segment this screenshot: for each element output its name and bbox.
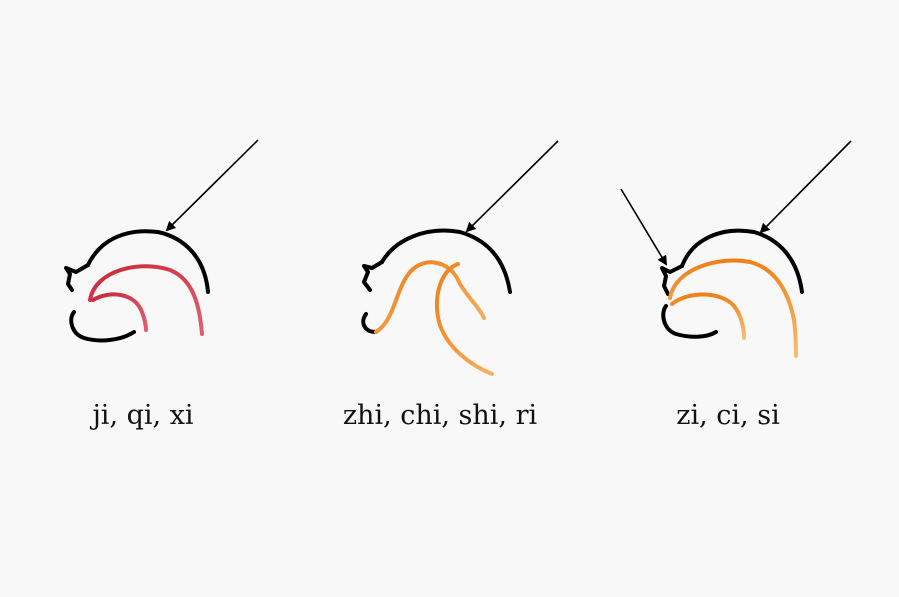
tongue-outer — [88, 264, 204, 336]
lower-lip-outline — [69, 310, 136, 343]
panel-dental — [620, 140, 852, 358]
tongue-inner — [91, 292, 148, 332]
lower-lip-outline — [361, 312, 378, 334]
tongue-inner — [434, 262, 494, 376]
palate-outline — [680, 228, 804, 294]
tongue-outer — [374, 260, 486, 334]
panel-retroflex — [361, 140, 559, 376]
pointer-arrow — [165, 139, 259, 232]
tongue-outer — [668, 258, 798, 358]
caption-palatal: ji, qi, xi — [92, 400, 194, 431]
lower-lip-outline — [661, 304, 718, 339]
panel-palatal — [64, 139, 259, 343]
pointer-arrow — [465, 140, 559, 233]
upper-lip-outline — [362, 260, 384, 292]
pointer-arrow-teeth — [620, 188, 668, 266]
caption-retroflex: zhi, chi, shi, ri — [342, 400, 538, 431]
upper-lip-outline — [64, 263, 90, 292]
tongue-inner — [670, 292, 746, 340]
palate-outline — [380, 228, 512, 294]
caption-dental: zi, ci, si — [676, 400, 780, 431]
pointer-arrow — [759, 140, 852, 234]
palate-outline — [86, 229, 210, 294]
upper-lip-outline — [660, 264, 684, 296]
